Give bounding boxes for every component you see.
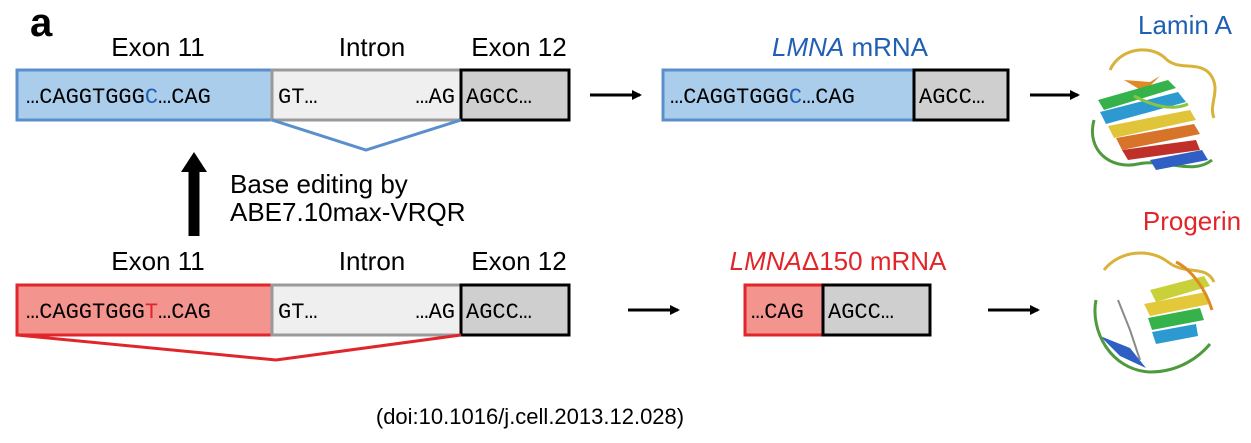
top-mrna-sequence: …CAGGTGGGC…CAG <box>670 85 855 110</box>
bottom-mrna: LMNAΔ150 mRNA …CAG AGCC… <box>730 246 947 337</box>
base-editing-line2: ABE7.10max-VRQR <box>230 197 466 227</box>
top-exon11-box <box>15 68 274 122</box>
top-exon12-sequence: AGCC… <box>466 85 532 110</box>
top-mrna-title: LMNA mRNA <box>772 32 929 62</box>
top-intron-box <box>270 68 463 122</box>
bottom-intron-seq-start: GT… <box>278 300 318 325</box>
bottom-exon11-sequence: …CAGGTGGGT…CAG <box>26 300 211 325</box>
citation: (doi:10.1016/j.cell.2013.12.028) <box>376 404 684 429</box>
bottom-splice-line <box>16 333 462 362</box>
base-editing-arrowhead <box>181 152 207 172</box>
top-exon11-sequence: …CAGGTGGGC…CAG <box>26 85 211 110</box>
top-edited-base: C <box>145 85 158 110</box>
bottom-mutant-base: T <box>145 300 158 325</box>
top-mrna-exon12-box <box>912 68 1010 122</box>
bottom-mrna-exon12-sequence: AGCC… <box>828 300 894 325</box>
base-editing-line1: Base editing by <box>230 169 408 199</box>
bottom-exon12-label: Exon 12 <box>471 246 566 276</box>
top-mrna: LMNA mRNA …CAGGTGGGC…CAG AGCC… <box>661 32 1010 122</box>
bottom-intron-label: Intron <box>339 246 406 276</box>
bottom-exon11-box <box>15 283 274 337</box>
panel-label: a <box>30 1 53 45</box>
top-intron-seq-start: GT… <box>278 85 318 110</box>
bottom-exon11-label: Exon 11 <box>111 246 204 276</box>
lamin-a-label: Lamin A <box>1138 10 1233 40</box>
top-exon12-label: Exon 12 <box>471 32 566 62</box>
lamin-a-structure-image <box>1091 48 1217 170</box>
progerin-structure-image <box>1093 251 1216 374</box>
top-exon12-box <box>459 68 571 122</box>
bottom-mrna-title: LMNAΔ150 mRNA <box>730 246 947 276</box>
bottom-gene-row: Exon 11 Intron Exon 12 …CAGGTGGGT…CAG GT… <box>15 246 571 362</box>
top-gene-row: Exon 11 Intron Exon 12 …CAGGTGGGC…CAG GT… <box>15 32 571 152</box>
top-intron-label: Intron <box>339 32 406 62</box>
progerin-label: Progerin <box>1143 206 1241 236</box>
top-exon11-label: Exon 11 <box>111 32 204 62</box>
bottom-intron-seq-end: …AG <box>415 300 455 325</box>
bottom-mrna-sequence: …CAG <box>751 300 804 325</box>
bottom-mrna-exon12-box <box>821 283 932 337</box>
top-mrna-exon12-sequence: AGCC… <box>919 85 985 110</box>
top-intron-seq-end: …AG <box>415 85 455 110</box>
bottom-exon12-sequence: AGCC… <box>466 300 532 325</box>
bottom-exon12-box <box>459 283 571 337</box>
top-splice-line <box>271 118 462 152</box>
